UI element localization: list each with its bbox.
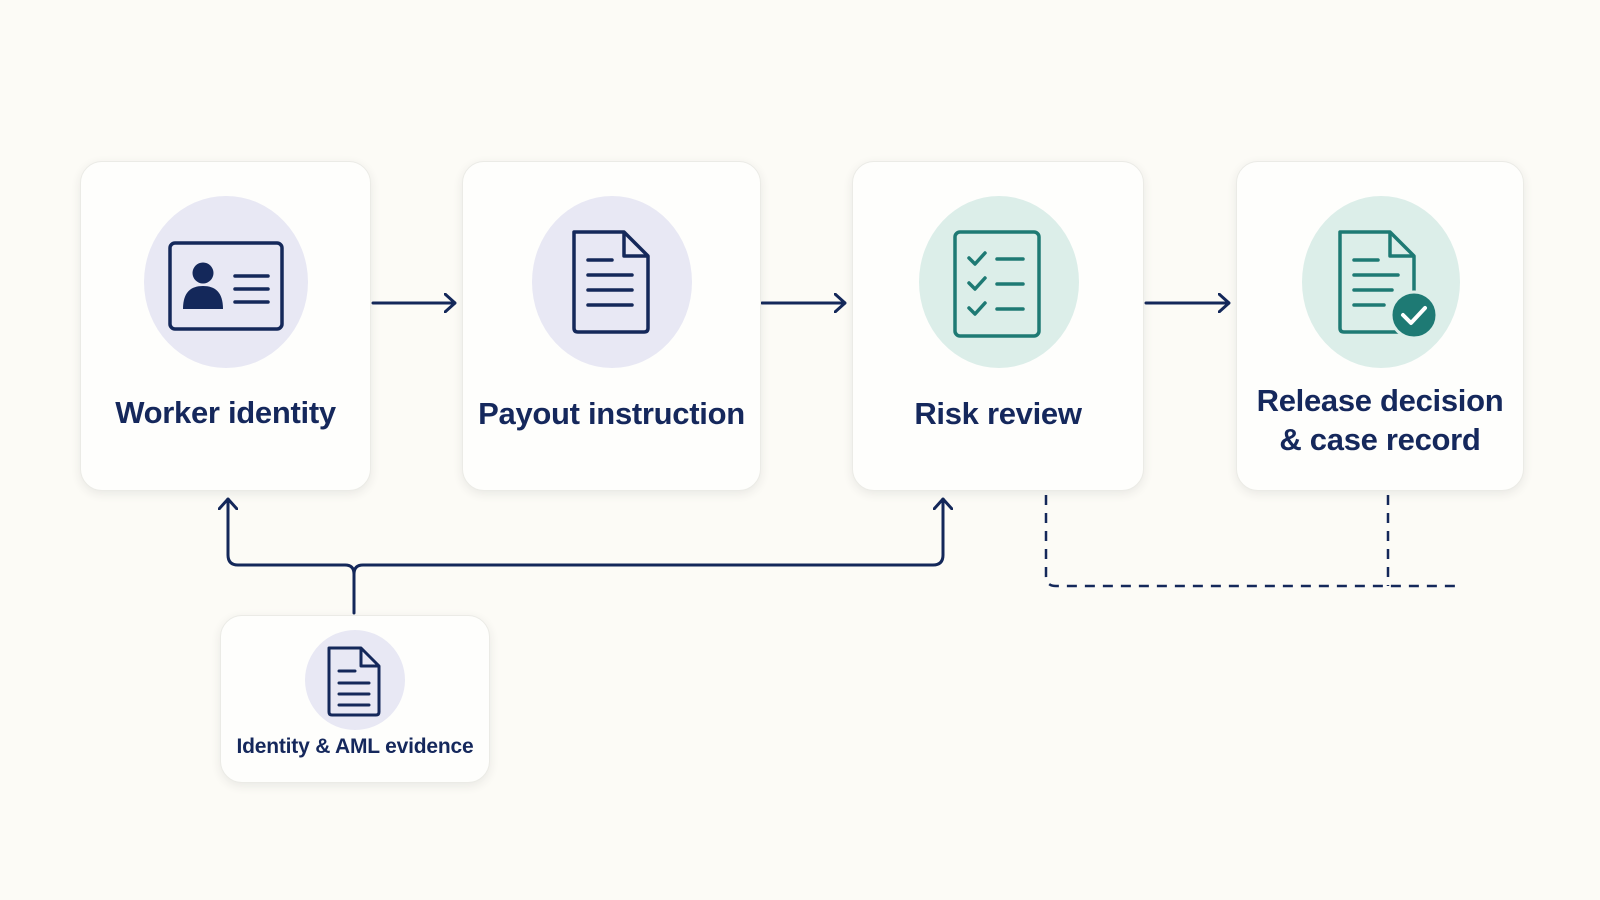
step-label-release-line-1: Release decision [1256,383,1504,418]
step-label-release-line-2: & case record [1279,422,1481,457]
evidence-label: Identity & AML evidence [236,735,474,758]
document-icon [532,196,692,368]
id-card-icon [144,196,308,368]
evidence-stem-line [228,497,356,615]
step-label-worker-identity: Worker identity [115,395,336,430]
dashed-risk-branch [1044,495,1460,588]
checklist-icon [919,196,1079,368]
step-card-risk-review: Risk review [852,161,1144,491]
document-icon [305,630,405,730]
document-check-icon [1302,196,1460,368]
evidence-to-risk-line [352,497,943,576]
step-card-worker-identity: Worker identity [80,161,371,491]
step-label-release-decision: Release decision & case record [1237,381,1523,459]
step-label-payout-instruction: Payout instruction [478,396,745,431]
step-label-risk-review: Risk review [914,396,1082,431]
step-card-release-decision: Release decision & case record [1236,161,1524,491]
evidence-card: Identity & AML evidence [220,615,490,783]
step-card-payout-instruction: Payout instruction [462,161,761,491]
